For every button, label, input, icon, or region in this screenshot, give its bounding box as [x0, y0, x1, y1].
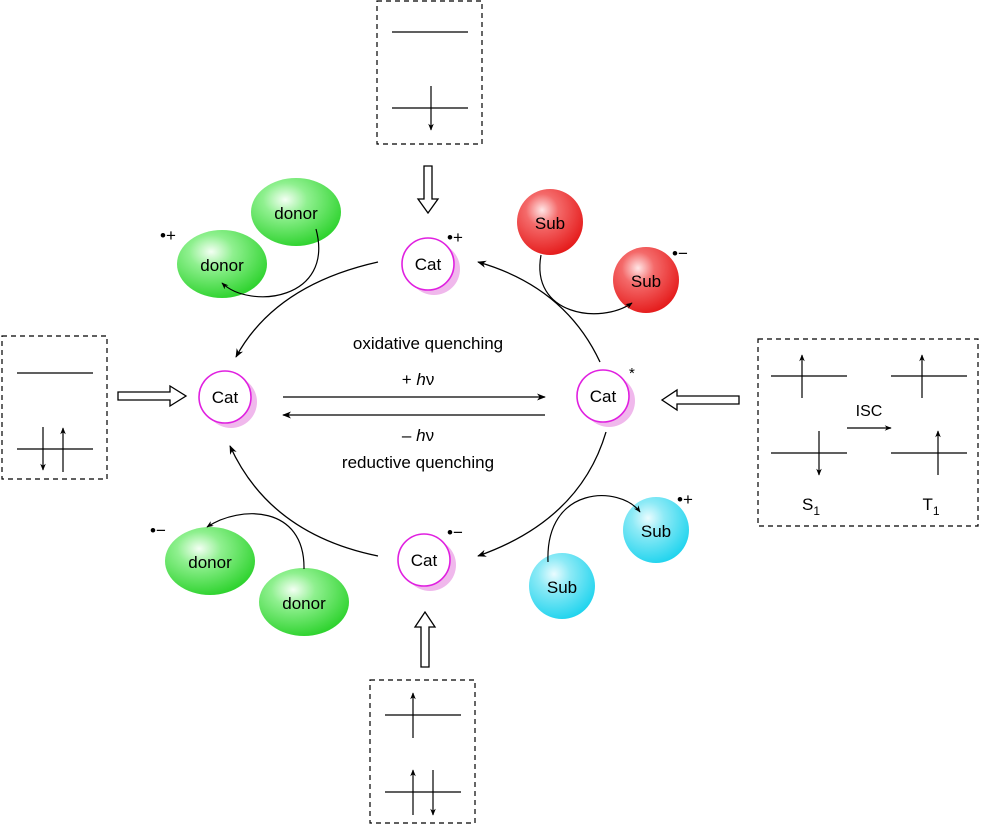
sub-bottom-transfer-arrow [547, 495, 641, 563]
cat-excited-label: Cat [590, 387, 617, 406]
orbital-box-right: ISC S1 T1 [757, 338, 979, 527]
sub-bottom-oxidized: Sub •+ [623, 490, 693, 563]
arc-cat-star-to-cat-ox [477, 260, 601, 363]
t1-label: T1 [922, 495, 939, 518]
arc-cat-red-to-cat [229, 445, 379, 557]
donor-bottom: donor [259, 568, 349, 636]
emit-hv-label: – hν [402, 426, 434, 445]
cat-oxidized: Cat •+ [401, 228, 463, 295]
donor-bottom-reduced-label: donor [188, 553, 232, 572]
sub-bottom: Sub [529, 553, 595, 619]
arc-cat-star-to-cat-red [477, 431, 607, 557]
cat-reduced-charge: •− [447, 523, 463, 542]
oxidative-quenching-label: oxidative quenching [353, 334, 503, 353]
arc-cat-ox-to-cat [235, 261, 379, 358]
sub-top-reduced-label: Sub [631, 272, 661, 291]
donor-top-oxidized-charge: •+ [160, 226, 176, 245]
donor-bottom-label: donor [282, 594, 326, 613]
s1-label: S1 [802, 495, 820, 518]
cat-ground: Cat [198, 370, 257, 428]
sub-top: Sub [517, 189, 583, 255]
orbital-box-bottom [369, 679, 476, 824]
donor-top-oxidized: donor •+ [160, 226, 267, 298]
sub-top-reduced-charge: •− [672, 244, 688, 263]
donor-top-oxidized-label: donor [200, 256, 244, 275]
sub-top-label: Sub [535, 214, 565, 233]
cat-excited-charge: * [629, 365, 635, 382]
isc-label: ISC [856, 403, 883, 420]
block-arrow-right [660, 388, 740, 412]
light-arrows [282, 393, 546, 419]
sub-bottom-oxidized-label: Sub [641, 522, 671, 541]
cat-reduced: Cat •− [397, 523, 463, 591]
block-arrow-left [117, 384, 188, 408]
donor-top: donor [251, 178, 341, 246]
cat-oxidized-charge: •+ [447, 228, 463, 247]
sub-top-transfer-arrow [539, 254, 633, 315]
reductive-quenching-label: reductive quenching [342, 453, 494, 472]
cat-ground-label: Cat [212, 388, 239, 407]
block-arrow-top [416, 165, 440, 215]
sub-top-reduced: Sub •− [613, 244, 688, 313]
orbital-box-left [1, 335, 108, 480]
absorb-hv-label: + hν [402, 370, 435, 389]
donor-bottom-reduced: donor •− [150, 521, 255, 595]
donor-bottom-transfer-arrow [206, 513, 305, 570]
cat-oxidized-label: Cat [415, 255, 442, 274]
block-arrow-bottom [413, 610, 437, 668]
cat-excited: Cat * [576, 365, 635, 427]
sub-bottom-label: Sub [547, 578, 577, 597]
cycle-arcs [229, 260, 607, 557]
donor-top-label: donor [274, 204, 318, 223]
block-arrows [117, 165, 740, 668]
donor-bottom-reduced-charge: •− [150, 521, 166, 540]
orbital-box-top [376, 0, 483, 145]
cat-reduced-label: Cat [411, 551, 438, 570]
transfer-arrows [206, 228, 641, 570]
sub-bottom-oxidized-charge: •+ [677, 490, 693, 509]
donor-top-transfer-arrow [221, 228, 320, 298]
